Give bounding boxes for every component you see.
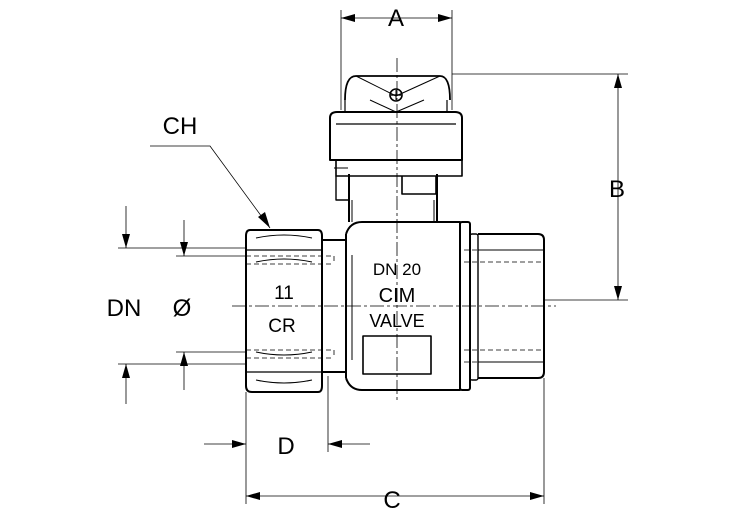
- dimension-b-label: B: [609, 176, 625, 203]
- valve-stem: [348, 174, 438, 222]
- top-screw: [389, 88, 403, 102]
- body-size-marking: DN 20: [373, 260, 421, 279]
- dimension-c-label: C: [383, 487, 400, 514]
- dimension-dn-label: DN: [107, 295, 142, 322]
- valve-body: [245, 75, 545, 393]
- left-neck: [322, 234, 347, 378]
- right-collar: [459, 221, 479, 391]
- body-brand-marking: CIM: [379, 285, 416, 307]
- left-hex-nut: [245, 229, 323, 393]
- nut-logo-marking: CR: [268, 316, 295, 337]
- dimension-ch-label: CH: [163, 113, 198, 140]
- body-plate: [362, 335, 432, 375]
- arrowheads: [122, 14, 622, 500]
- dimension-a-label: A: [388, 5, 404, 32]
- hidden-thread-lines: [246, 249, 544, 363]
- dimension-d-label: D: [277, 433, 294, 460]
- nut-number-marking: 11: [274, 283, 294, 304]
- valve-cap: [329, 75, 463, 201]
- body-valve-marking: VALVE: [369, 311, 424, 331]
- dimension-diameter-label: Ø: [173, 295, 192, 322]
- center-lines: [232, 58, 556, 400]
